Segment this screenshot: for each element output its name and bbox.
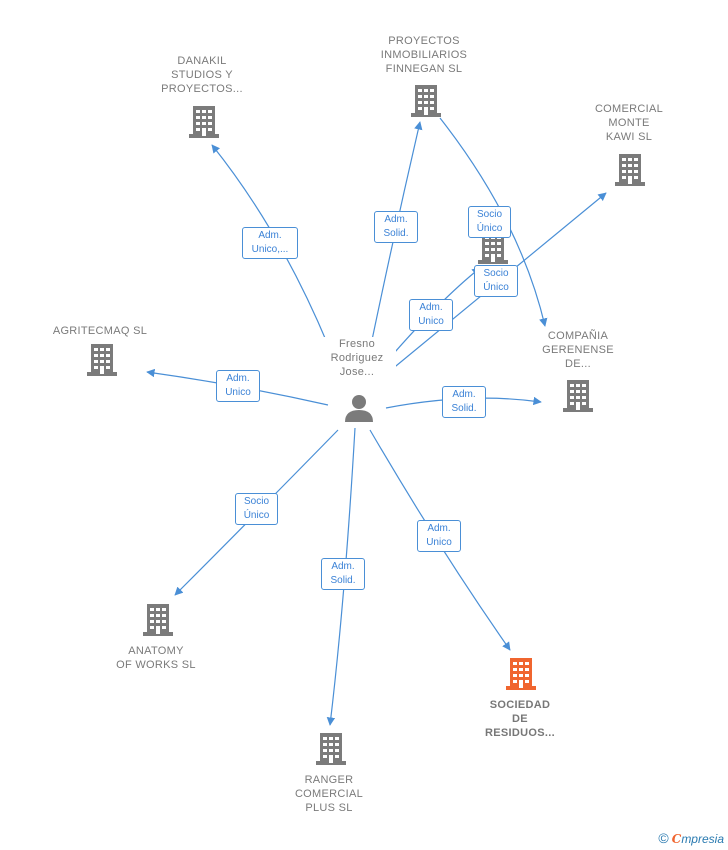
company-label-danakil[interactable]: DANAKIL STUDIOS Y PROYECTOS...	[161, 55, 243, 95]
company-label-compania[interactable]: COMPAÑIA GERENENSE DE...	[542, 330, 614, 370]
building-icon[interactable]	[189, 106, 219, 138]
edge-label: Adm. Solid.	[442, 386, 486, 418]
edge-label: Adm. Solid.	[321, 558, 365, 590]
building-highlight-icon[interactable]	[506, 658, 536, 690]
edge-label: Adm. Unico	[417, 520, 461, 552]
company-label-ranger[interactable]: RANGER COMERCIAL PLUS SL	[294, 774, 364, 814]
building-icon[interactable]	[563, 380, 593, 412]
person-icon[interactable]	[345, 395, 373, 422]
edge-label: Adm. Unico	[409, 299, 453, 331]
edge-label: Adm. Unico	[216, 370, 260, 402]
company-label-agritecmaq[interactable]: AGRITECMAQ SL	[52, 325, 148, 337]
company-label-anatomy[interactable]: ANATOMY OF WORKS SL	[116, 645, 196, 671]
brand-logo-initial: C	[671, 832, 682, 846]
building-icon[interactable]	[615, 154, 645, 186]
company-label-comercial-monte[interactable]: COMERCIAL MONTE KAWI SL	[594, 103, 664, 143]
company-label-proyectos[interactable]: PROYECTOS INMOBILIARIOS FINNEGAN SL	[380, 35, 468, 75]
brand-footer[interactable]: ©Cmpresia	[658, 830, 724, 846]
building-icon[interactable]	[143, 604, 173, 636]
copyright-icon: ©	[658, 830, 669, 846]
edge-label: Socio Único	[235, 493, 278, 525]
company-label-sociedad[interactable]: SOCIEDAD DE RESIDUOS...	[485, 699, 555, 739]
edge-label: Socio Único	[468, 206, 511, 238]
edge-label: Adm. Unico,...	[242, 227, 298, 259]
edge-label: Socio Único	[474, 265, 518, 297]
building-icon[interactable]	[411, 85, 441, 117]
edge-label: Adm. Solid.	[374, 211, 418, 243]
brand-logo-text: mpresia	[681, 832, 724, 846]
building-icon[interactable]	[316, 733, 346, 765]
building-icon[interactable]	[87, 344, 117, 376]
person-name[interactable]: Fresno Rodriguez Jose...	[318, 337, 396, 379]
